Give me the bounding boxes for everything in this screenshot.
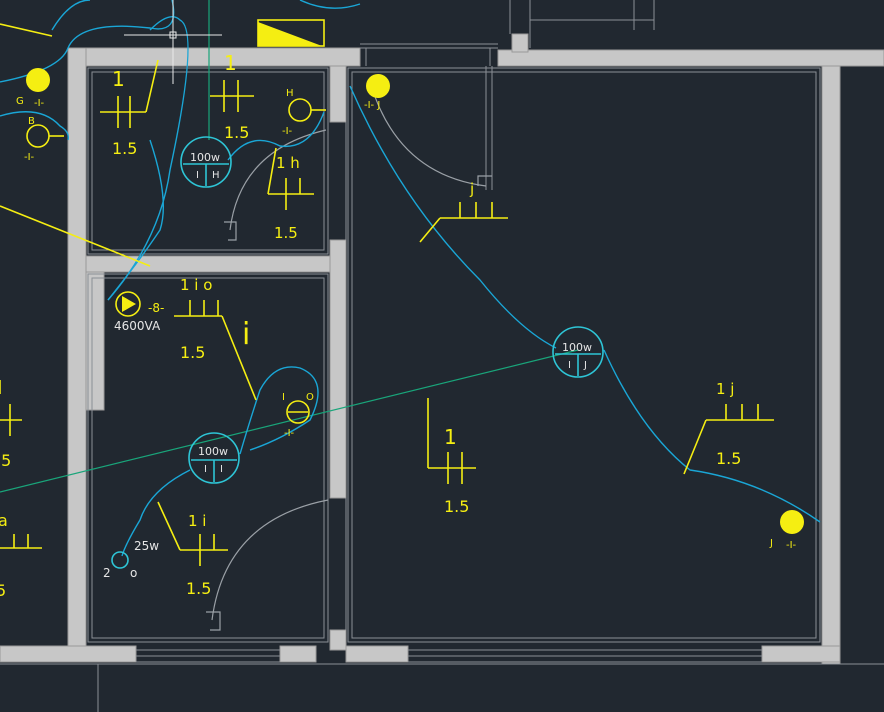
wall-mid-divider (85, 255, 347, 273)
switch-1io-height: 1.5 (180, 343, 205, 362)
filled-outlets (26, 68, 804, 534)
outlet-io-mark: -I- (284, 428, 295, 439)
small-lamp-power: 25w (134, 539, 159, 553)
outlet-b-mark: -I- (24, 152, 35, 163)
door-arcs (206, 87, 492, 631)
walls (0, 33, 884, 665)
switch-1i-height: 1.5 (186, 579, 211, 598)
power-symbol (115, 291, 141, 317)
lamp-2 (552, 326, 604, 378)
lamp1-b: H (212, 170, 220, 181)
left-edge-15b: 5 (0, 581, 6, 600)
outlet-i-letter: I (282, 392, 285, 403)
switch-center-count: 1 (444, 425, 457, 449)
outlet-h (288, 98, 326, 122)
switch-1j (683, 404, 774, 475)
outlet-h-letter: H (286, 88, 294, 99)
switch-1io-label: 1 i o (180, 276, 212, 294)
outlet-b (26, 124, 64, 148)
switch-center (427, 398, 476, 484)
power-label: -8- (148, 301, 164, 315)
power-va: 4600VA (114, 319, 161, 333)
outlet-g-mark: -I- (34, 98, 45, 109)
switch-top-mid (210, 80, 254, 112)
lamp3-b: I (220, 464, 223, 475)
outlet-g-letter: G (16, 96, 24, 107)
lamp3-a: I (204, 464, 207, 475)
switch-top-left-count: 1 (112, 67, 125, 91)
door-arc-top-right (371, 87, 487, 187)
lamp2-b: J (583, 360, 587, 371)
switch-1h-label: 1 h (276, 154, 300, 172)
wall-left-upper (67, 47, 87, 649)
switch-1io (174, 300, 257, 401)
switch-left-edge (0, 380, 42, 549)
outlet-j-top-mark: -I- J (364, 100, 380, 111)
small-lamp-letter: o (130, 566, 137, 580)
lamp2-a: I (568, 360, 571, 371)
outlet-o-letter: O (306, 392, 314, 403)
switch-top-left-height: 1.5 (112, 139, 137, 158)
wall-bottom-3 (345, 645, 409, 663)
door-arc-lower-room (211, 499, 329, 621)
yellow-symbols (0, 19, 774, 566)
wall-vertical-lower (329, 629, 347, 651)
cad-crosshair[interactable] (124, 0, 222, 84)
lamp1-a: I (196, 170, 199, 181)
wall-top-right (497, 49, 884, 67)
wall-bottom-2 (279, 645, 317, 663)
outlet-j-right-dot (780, 510, 804, 534)
switch-1i-label: 1 i (188, 512, 206, 530)
outlet-io (286, 400, 310, 424)
wires (0, 0, 821, 557)
switch-j (419, 202, 508, 243)
lamp2-power: 100w (562, 341, 592, 354)
wall-top-right-notch (511, 33, 529, 53)
switch-j-label: j (469, 180, 474, 198)
outlet-h-mark: -I- (282, 126, 293, 137)
wall-vertical-middle (329, 239, 347, 499)
switch-center-height: 1.5 (444, 497, 469, 516)
left-edge-a: a (0, 511, 8, 530)
switch-top-left (100, 59, 159, 128)
outlet-j-right-mark: -I- (786, 540, 797, 551)
wall-right-column (821, 65, 841, 665)
outlet-g-dot (26, 68, 50, 92)
switch-1h (267, 147, 314, 210)
panel-triangle (258, 22, 322, 46)
lamp-1 (180, 136, 232, 188)
outlet-b-letter: B (28, 116, 35, 127)
wall-vertical-upper (329, 65, 347, 123)
outlet-j-top-dot (366, 74, 390, 98)
switch-1j-label: 1 j (716, 380, 734, 398)
big-i-label: i (242, 317, 250, 352)
wall-top-left (67, 47, 361, 67)
left-edge-15a: .5 (0, 451, 11, 470)
small-lamp-num: 2 (103, 566, 111, 580)
lamp-small (111, 551, 129, 569)
lamp-3 (188, 432, 240, 484)
green-lines (0, 0, 579, 493)
switch-top-mid-height: 1.5 (224, 123, 249, 142)
switch-1h-height: 1.5 (274, 224, 298, 242)
wall-bottom-4 (761, 645, 841, 663)
switch-1j-height: 1.5 (716, 449, 741, 468)
switch-1i (157, 501, 228, 566)
outlet-j-right-letter: J (769, 538, 773, 549)
switch-top-mid-count: 1 (224, 51, 237, 75)
door-arc-top-left-room (229, 129, 327, 231)
wall-left-bump (85, 257, 105, 411)
lamp3-power: 100w (198, 445, 228, 458)
lamp1-power: 100w (190, 151, 220, 164)
wall-bottom-1 (0, 645, 137, 663)
lamps (111, 136, 604, 569)
